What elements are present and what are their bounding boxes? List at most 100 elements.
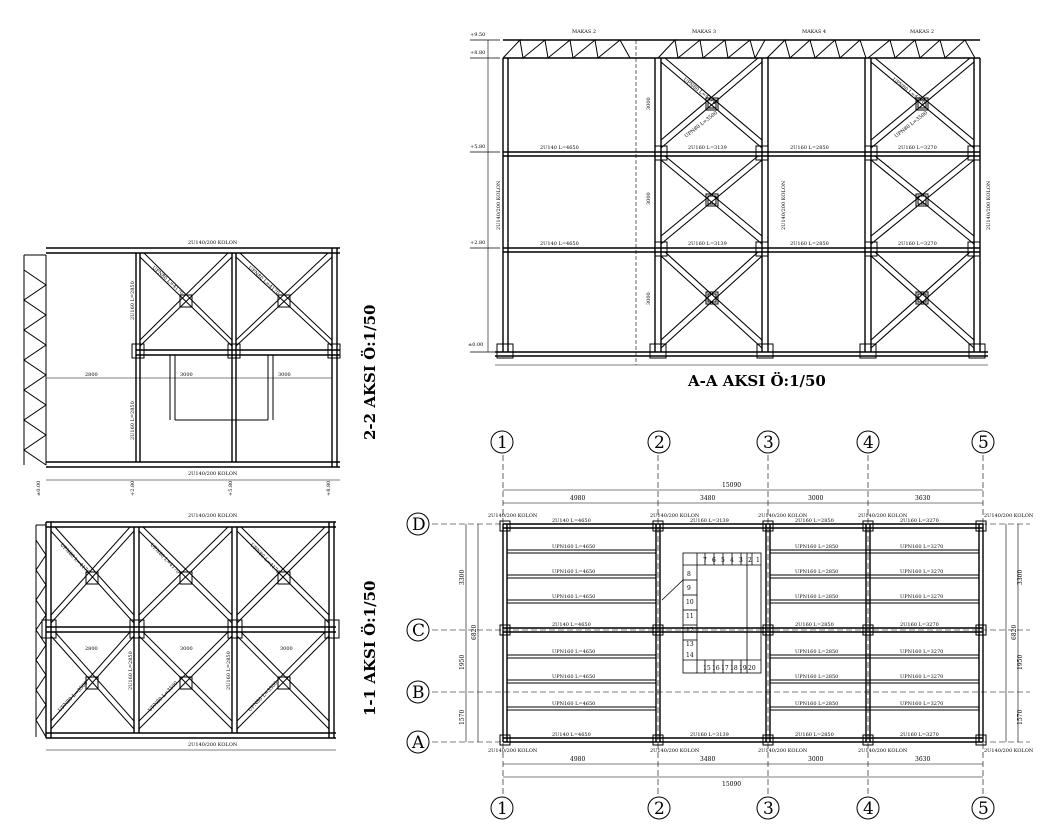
plan-row-dim-right-2: 1950 [1017, 655, 1024, 670]
plan-row-dim-left-2: 1950 [459, 655, 466, 670]
title-section-11: 1-1 AKSI Ö:1/50 [360, 581, 379, 716]
s11-frame [45, 521, 336, 739]
s11-dim-2: 3000 [180, 646, 193, 652]
plan-joist-label-4: UPN160 L=4650 [552, 649, 595, 655]
aa-beam-label-8: 2U160 L=3270 [898, 241, 937, 247]
plan-depth-left: 6820 [471, 625, 478, 640]
s22-level-marks [46, 377, 340, 481]
s22-dim-3: 3000 [278, 372, 291, 378]
s11-bottom-label: 2U140/200 KOLON [188, 742, 238, 748]
s22-labels: 2U140/200 KOLON 2U140/200 KOLON 2800 300… [36, 240, 379, 496]
plan-beam-label-c4: 2U160 L=3270 [900, 622, 939, 628]
level-950: +9.50 [470, 32, 485, 38]
plan-kolon-label-9: 2U140/200 KOLON [858, 748, 908, 754]
stair-step-15: 15 [703, 665, 711, 672]
s22-col-label-1: 2U160 L=2850 [130, 281, 136, 320]
stair-step-3: 3 [739, 557, 743, 564]
plan-joist-label-12: UPN160 L=2850 [795, 701, 838, 707]
stair-step-17: 17 [721, 665, 729, 672]
roof-truss [502, 38, 980, 60]
plan-span-top-2: 3480 [700, 495, 715, 502]
level-280: +2.80 [470, 240, 485, 246]
section-aa [470, 38, 988, 366]
s11-col-label-2: 2U160 L=2850 [226, 651, 232, 690]
axis-bottom-2: 2 [654, 799, 665, 819]
plan-depth-right: 6820 [1011, 625, 1018, 640]
plan-columns [499, 520, 987, 746]
plan-beam-label-d3: 2U160 L=2850 [795, 518, 834, 524]
stair-well [661, 552, 762, 674]
aa-height-1: 3000 [646, 97, 652, 110]
plan-labels: 1 2 3 4 5 1 2 3 4 5 D C B A 15090 4980 3… [411, 433, 1034, 819]
plan-beam-label-d1: 2U140 L=4650 [552, 518, 591, 524]
aa-beam-label-6: 2U160 L=2850 [790, 241, 829, 247]
aa-beam-label-4: 2U160 L=3139 [688, 241, 727, 247]
s11-brace-label-6: UPN80 L=3500 [247, 680, 279, 713]
s22-dim-2: 3000 [180, 372, 193, 378]
s11-brace-label-4: UPN80 L=3500 [57, 680, 89, 713]
plan-span-bottom-4: 3630 [915, 756, 930, 763]
stair-step-12: 12 [686, 627, 694, 634]
makas-label-4: MAKAS 2 [910, 29, 934, 35]
stair-step-9: 9 [687, 585, 691, 592]
s22-brace-label-1: UPN80 L=4170 [151, 265, 185, 296]
axis-bubbles [406, 430, 995, 820]
plan-row-dim-left-1: 3300 [459, 570, 466, 585]
s11-col-label-1: 2U160 L=2850 [128, 651, 134, 690]
aa-floor-beams [495, 151, 988, 366]
plan-dim-lines [465, 489, 1019, 778]
s11-truss [35, 524, 47, 738]
plan-span-top-3: 3000 [808, 495, 823, 502]
makas-label-1: MAKAS 2 [572, 29, 596, 35]
stair-step-6: 6 [712, 557, 716, 564]
plan-span-top-4: 3630 [915, 495, 930, 502]
stair-step-18: 18 [730, 665, 738, 672]
plan-joist-label-6: UPN160 L=4650 [552, 701, 595, 707]
plan-beam-label-a3: 2U160 L=2850 [795, 732, 834, 738]
aa-beam-label-5: 2U160 L=2850 [790, 145, 829, 151]
stair-step-5: 5 [721, 557, 725, 564]
level-580: +5.80 [470, 144, 485, 150]
axis-top-5: 5 [978, 433, 989, 453]
axis-row-a: A [411, 733, 425, 753]
s11-brace-label-1: UPN80 L=4170 [59, 542, 91, 575]
plan-beam-label-d2: 2U160 L=3139 [690, 518, 729, 524]
plan-kolon-label-3: 2U140/200 KOLON [758, 513, 808, 519]
plan-joist-label-1: UPN160 L=4650 [552, 544, 595, 550]
s11-dim-1: 2800 [85, 646, 98, 652]
title-section-22: 2-2 AKSI Ö:1/50 [360, 305, 379, 440]
plan-kolon-label-8: 2U140/200 KOLON [758, 748, 808, 754]
plan-joist-label-17: UPN160 L=3270 [900, 674, 943, 680]
plan-span-bottom-3: 3000 [808, 756, 823, 763]
stair-step-11: 11 [686, 613, 694, 620]
plan-joist-label-5: UPN160 L=4650 [552, 674, 595, 680]
aa-columns [502, 58, 981, 352]
axis-top-3: 3 [763, 433, 774, 453]
plan-kolon-label-7: 2U140/200 KOLON [650, 748, 700, 754]
plan-beam-label-c1: 2U140 L=4650 [552, 622, 591, 628]
level-000: ±0.00 [468, 342, 483, 348]
stair-step-14: 14 [686, 652, 694, 659]
aa-height-2: 3000 [646, 192, 652, 205]
axis-row-b: B [412, 683, 425, 703]
axis-bottom-1: 1 [497, 799, 508, 819]
aa-beam-label-7: 2U160 L=3270 [898, 145, 937, 151]
s22-frame [46, 247, 340, 468]
s11-brace-label-5: UPN80 L=3500 [147, 680, 179, 713]
s22-col-label-2: 2U160 L=2850 [130, 401, 136, 440]
s22-bottom-label: 2U140/200 KOLON [188, 471, 238, 477]
axis-top-2: 2 [654, 433, 665, 453]
plan-kolon-label-10: 2U140/200 KOLON [984, 748, 1034, 754]
plan-joist-label-16: UPN160 L=3270 [900, 649, 943, 655]
makas-label-3: MAKAS 4 [802, 29, 826, 35]
plan-beam-label-d4: 2U160 L=3270 [900, 518, 939, 524]
plan-total-bottom: 15090 [722, 781, 741, 788]
plan-joists [507, 549, 979, 711]
plan-span-bottom-2: 3480 [700, 756, 715, 763]
plan-kolon-label-2: 2U140/200 KOLON [650, 513, 700, 519]
aa-level-marks [470, 39, 500, 353]
plan-kolon-label-4: 2U140/200 KOLON [858, 513, 908, 519]
stair-step-7: 7 [703, 557, 707, 564]
plan-span-top-1: 4980 [570, 495, 585, 502]
plan-row-dim-right-3: 1570 [1017, 710, 1024, 725]
